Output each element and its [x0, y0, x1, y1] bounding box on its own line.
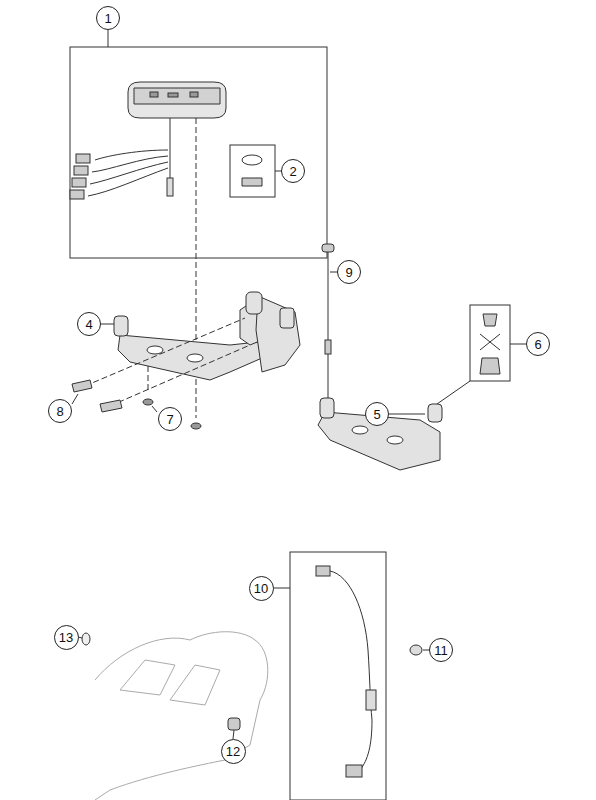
callout-number: 6	[526, 332, 550, 356]
rod	[328, 250, 329, 398]
callout-number: 4	[77, 312, 101, 336]
instrument-cluster	[70, 82, 226, 199]
leader-line	[78, 637, 82, 638]
mounting-bracket	[114, 292, 300, 380]
callout-label: 11	[434, 644, 448, 657]
callout-number: 9	[337, 260, 361, 284]
leader-line	[233, 730, 234, 739]
callout-label: 5	[373, 408, 380, 421]
spacer	[228, 718, 240, 730]
callout-number: 11	[429, 638, 453, 662]
callout-label: 7	[166, 413, 173, 426]
callout-label: 12	[226, 745, 240, 758]
callout-label: 2	[289, 165, 296, 178]
callout-number: 7	[158, 407, 182, 431]
callout-label: 9	[345, 266, 352, 279]
brake-disc	[95, 632, 268, 800]
nut	[242, 178, 262, 186]
assembly-line	[110, 345, 250, 406]
callout-label: 13	[59, 631, 73, 644]
group-frame	[290, 552, 386, 800]
callout-number: 5	[365, 402, 389, 426]
leader-line	[101, 324, 114, 325]
mounting-bracket	[318, 398, 442, 470]
leader-line	[330, 272, 337, 273]
callout-label: 8	[56, 405, 63, 418]
screw	[72, 380, 92, 392]
callout-label: 10	[254, 582, 268, 595]
callout-number: 2	[281, 159, 305, 183]
leader-line	[437, 381, 470, 404]
o-ring	[242, 155, 262, 165]
callout-label: 4	[85, 318, 92, 331]
callout-number: 10	[249, 576, 274, 601]
grommet	[191, 423, 201, 429]
callout-number: 13	[54, 625, 79, 650]
group-frame	[70, 47, 327, 258]
nut	[410, 645, 422, 655]
callout-number: 12	[221, 739, 246, 764]
leader-line	[273, 588, 290, 589]
leader-line	[510, 344, 526, 345]
assembly-line	[85, 318, 245, 386]
callout-number: 8	[48, 399, 72, 423]
sensor-cable	[316, 566, 376, 777]
screw	[100, 400, 122, 412]
callout-label: 6	[534, 338, 541, 351]
ring	[82, 633, 90, 645]
callout-number: 1	[96, 6, 120, 30]
group-frame	[230, 145, 275, 197]
leader-line	[108, 30, 109, 47]
leader-line	[72, 394, 78, 404]
grommet	[143, 399, 153, 405]
leader-line	[389, 414, 425, 415]
callout-label: 1	[104, 12, 111, 25]
group-frame	[470, 305, 510, 381]
leader-line	[152, 406, 157, 412]
